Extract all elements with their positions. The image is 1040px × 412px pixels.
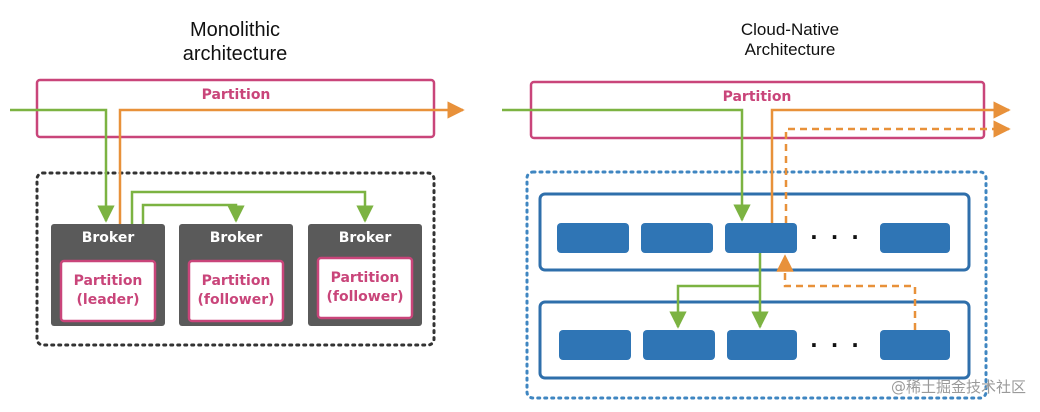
broker-label: Broker xyxy=(82,230,135,246)
broker-1: Broker Partition (leader) xyxy=(51,224,165,326)
partition-leader-box xyxy=(59,259,157,323)
read-arrow-right xyxy=(770,101,1011,223)
write-arrow-right xyxy=(502,108,751,222)
read-arrow-left xyxy=(118,101,465,224)
storage-block-replica xyxy=(727,330,797,360)
cloud-native-title: Cloud-Native Architecture xyxy=(740,20,840,60)
watermark: @稀土掘金技术社区 xyxy=(891,378,1026,396)
partition-follower-box xyxy=(187,259,285,323)
broker-3: Broker Partition (follower) xyxy=(308,224,422,326)
storage-block xyxy=(559,330,631,360)
write-arrow-left xyxy=(10,108,115,223)
storage-cluster-boundary xyxy=(525,170,988,400)
replication-arrow-broker3 xyxy=(130,190,374,224)
storage-block xyxy=(557,223,629,253)
monolithic-diagram: Partition Broker Partition (leader) Brok… xyxy=(10,78,465,347)
replication-arrow-down-2 xyxy=(669,284,760,329)
cloud-native-diagram: Partition · · · · · · xyxy=(502,80,1011,400)
broker-label: Broker xyxy=(339,230,392,246)
recovery-dashed-arrow xyxy=(776,254,917,330)
monolithic-title: Monolithic architecture xyxy=(182,19,288,65)
partition-follower-line1: Partition xyxy=(331,270,400,286)
partition-leader-line2: (leader) xyxy=(77,292,140,308)
partition-leader-line1: Partition xyxy=(74,273,143,289)
partition-follower-line1: Partition xyxy=(202,273,271,289)
partition-follower-box xyxy=(316,256,414,320)
replication-arrow-broker2 xyxy=(141,203,245,224)
storage-block-replica xyxy=(643,330,715,360)
storage-block xyxy=(641,223,713,253)
ellipsis-row-2: · · · xyxy=(810,333,862,357)
storage-block-source xyxy=(880,330,950,360)
read-dashed-arrow-right xyxy=(784,120,1011,223)
partition-follower-line2: (follower) xyxy=(326,289,403,305)
storage-block-active xyxy=(725,223,797,253)
partition-label-right: Partition xyxy=(723,89,792,105)
partition-box-left xyxy=(35,78,436,139)
partition-label-left: Partition xyxy=(202,87,271,103)
broker-label: Broker xyxy=(210,230,263,246)
storage-block xyxy=(880,223,950,253)
broker-2: Broker Partition (follower) xyxy=(179,224,293,326)
ellipsis-row-1: · · · xyxy=(810,225,862,249)
partition-follower-line2: (follower) xyxy=(197,292,274,308)
broker-cluster-boundary xyxy=(35,171,436,347)
